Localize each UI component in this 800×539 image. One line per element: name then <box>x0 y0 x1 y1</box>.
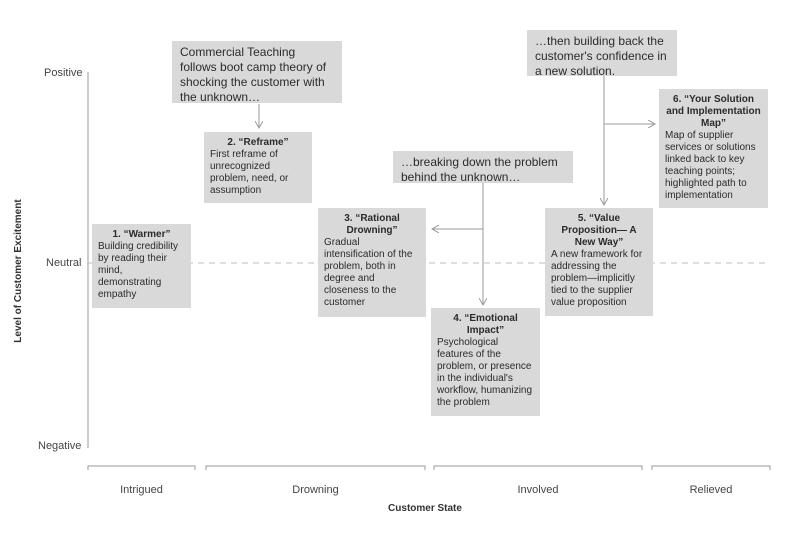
state-drowning: Drowning <box>292 484 339 496</box>
step-value-proposition: 5. “Value Proposition— A New Way” A new … <box>545 208 653 316</box>
step-reframe-body: First reframe of unrecognized problem, n… <box>210 149 289 196</box>
callout-commercial-teaching: Commercial Teaching follows boot camp th… <box>172 41 342 104</box>
state-involved: Involved <box>517 484 559 496</box>
step-rational-drowning-title: 3. “Rational Drowning” <box>344 213 400 236</box>
step-reframe: 2. “Reframe” First reframe of unrecogniz… <box>204 132 312 203</box>
step-emotional-impact-title: 4. “Emotional Impact” <box>453 313 518 336</box>
y-label-positive: Positive <box>44 67 83 79</box>
step-warmer-title: 1. “Warmer” <box>112 229 171 240</box>
bracket-drowning <box>205 465 426 470</box>
y-label-negative: Negative <box>38 440 82 452</box>
step-emotional-impact-body: Psychological features of the problem, o… <box>437 337 533 408</box>
step-emotional-impact: 4. “Emotional Impact” Psychological feat… <box>431 308 540 416</box>
step-rational-drowning: 3. “Rational Drowning” Gradual intensifi… <box>318 208 426 317</box>
x-axis-title: Customer State <box>388 503 462 514</box>
state-intrigued: Intrigued <box>120 484 163 496</box>
bracket-relieved <box>651 465 771 470</box>
step-warmer: 1. “Warmer” Building credibility by read… <box>92 224 191 308</box>
step-value-proposition-title: 5. “Value Proposition— A New Way” <box>561 213 637 248</box>
step-your-solution: 6. “Your Solution and Implementation Map… <box>659 89 768 208</box>
state-relieved: Relieved <box>689 484 733 496</box>
bracket-involved <box>433 465 643 470</box>
step-your-solution-title: 6. “Your Solution and Implementation Map… <box>666 94 761 129</box>
bracket-intrigued <box>87 465 196 470</box>
y-axis-title: Level of Customer Excitement <box>13 199 24 343</box>
step-warmer-body: Building credibility by reading their mi… <box>98 241 179 300</box>
callout-breaking-down: …breaking down the problem behind the un… <box>393 151 573 184</box>
step-your-solution-body: Map of supplier services or solutions li… <box>665 130 756 201</box>
callout-building-back: …then building back the customer's confi… <box>527 30 677 78</box>
step-reframe-title: 2. “Reframe” <box>227 137 289 148</box>
step-value-proposition-body: A new framework for addressing the probl… <box>551 249 643 308</box>
y-label-neutral: Neutral <box>46 257 82 269</box>
step-rational-drowning-body: Gradual intensification of the problem, … <box>324 237 413 308</box>
